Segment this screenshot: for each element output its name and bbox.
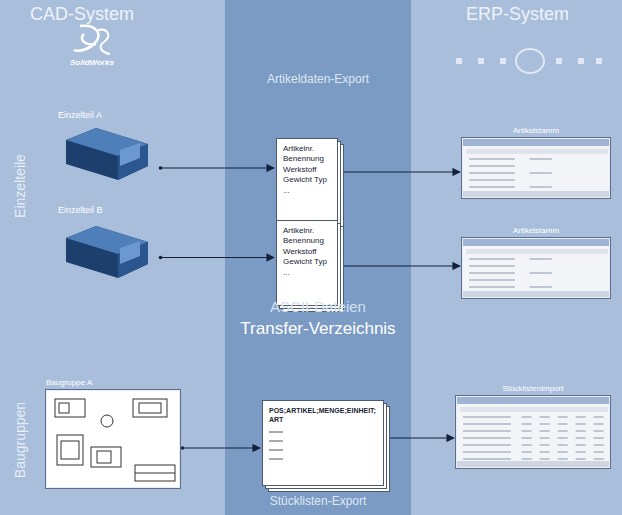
screenshot-panel <box>462 138 610 198</box>
panel-graphic <box>463 239 610 297</box>
column-label: ERP-System <box>466 4 569 25</box>
node-title: Artikelstamm <box>462 126 610 135</box>
panel-graphic <box>457 397 610 467</box>
screenshot-panel <box>456 396 610 468</box>
logo-text: SolidWorks <box>70 58 114 67</box>
part-node: Einzelteil B <box>58 205 158 285</box>
drawing-sheet <box>46 390 180 488</box>
arrow-dot <box>339 170 343 174</box>
erp-window: Artikelstamm <box>462 126 610 196</box>
solidworks-logo <box>74 26 110 54</box>
erp-logo <box>456 49 602 73</box>
column-label: Stücklisten-Export <box>225 494 411 508</box>
part-node: Einzelteil A <box>58 110 158 188</box>
node-title: Einzelteil A <box>58 110 158 120</box>
flow-arrow <box>159 166 274 170</box>
erp-window: Stücklistenimport <box>456 384 610 466</box>
flow-arrow <box>339 170 460 174</box>
arrow-line <box>159 167 274 168</box>
column-label: Artikeldaten-Export <box>225 72 411 86</box>
row-label: Einzelteile <box>12 154 28 218</box>
file-content: Artikelnr. Benennung Werkstoff Gewicht T… <box>283 226 331 278</box>
part-icon <box>66 128 148 180</box>
arrow-line <box>339 265 460 266</box>
file-lines <box>269 428 377 464</box>
arrow-line <box>181 447 260 448</box>
part-icon <box>66 226 148 278</box>
flow-arrow <box>339 264 460 268</box>
ascii-file: Artikelnr. Benennung Werkstoff Gewicht T… <box>276 220 338 306</box>
column-label: Transfer-Verzeichnis <box>225 319 411 339</box>
row-label: Baugruppen <box>12 402 28 478</box>
arrow-line <box>339 171 460 172</box>
node-title: Artikelstamm <box>462 226 610 235</box>
ascii-file: POS;ARTIKEL;MENGE;EINHEIT;ART <box>262 400 384 486</box>
arrow-dot <box>159 166 163 170</box>
panel-graphic <box>463 139 610 197</box>
node-title: Einzelteil B <box>58 205 158 215</box>
file-content: Artikelnr. Benennung Werkstoff Gewicht T… <box>283 144 331 196</box>
node-title: Baugruppe A <box>46 378 180 387</box>
screenshot-panel <box>462 238 610 298</box>
ascii-file: Artikelnr. Benennung Werkstoff Gewicht T… <box>276 138 338 224</box>
flow-arrow <box>385 436 454 440</box>
arrow-dot <box>339 264 343 268</box>
arrow-dot <box>159 256 163 260</box>
assembly-drawing: Baugruppe A <box>46 378 180 486</box>
flow-arrow <box>159 256 274 260</box>
erp-window: Artikelstamm <box>462 226 610 296</box>
arrow-line <box>159 257 274 258</box>
arrow-dot <box>385 436 389 440</box>
panel-graphic <box>47 391 180 487</box>
file-content: POS;ARTIKEL;MENGE;EINHEIT;ART <box>269 406 377 424</box>
node-title: Stücklistenimport <box>456 384 610 393</box>
arrow-dot <box>181 446 185 450</box>
arrow-line <box>385 437 454 438</box>
flow-arrow <box>181 446 260 450</box>
column-label: ASCII-Dateien <box>225 298 411 315</box>
column-label: CAD-System <box>30 4 134 25</box>
